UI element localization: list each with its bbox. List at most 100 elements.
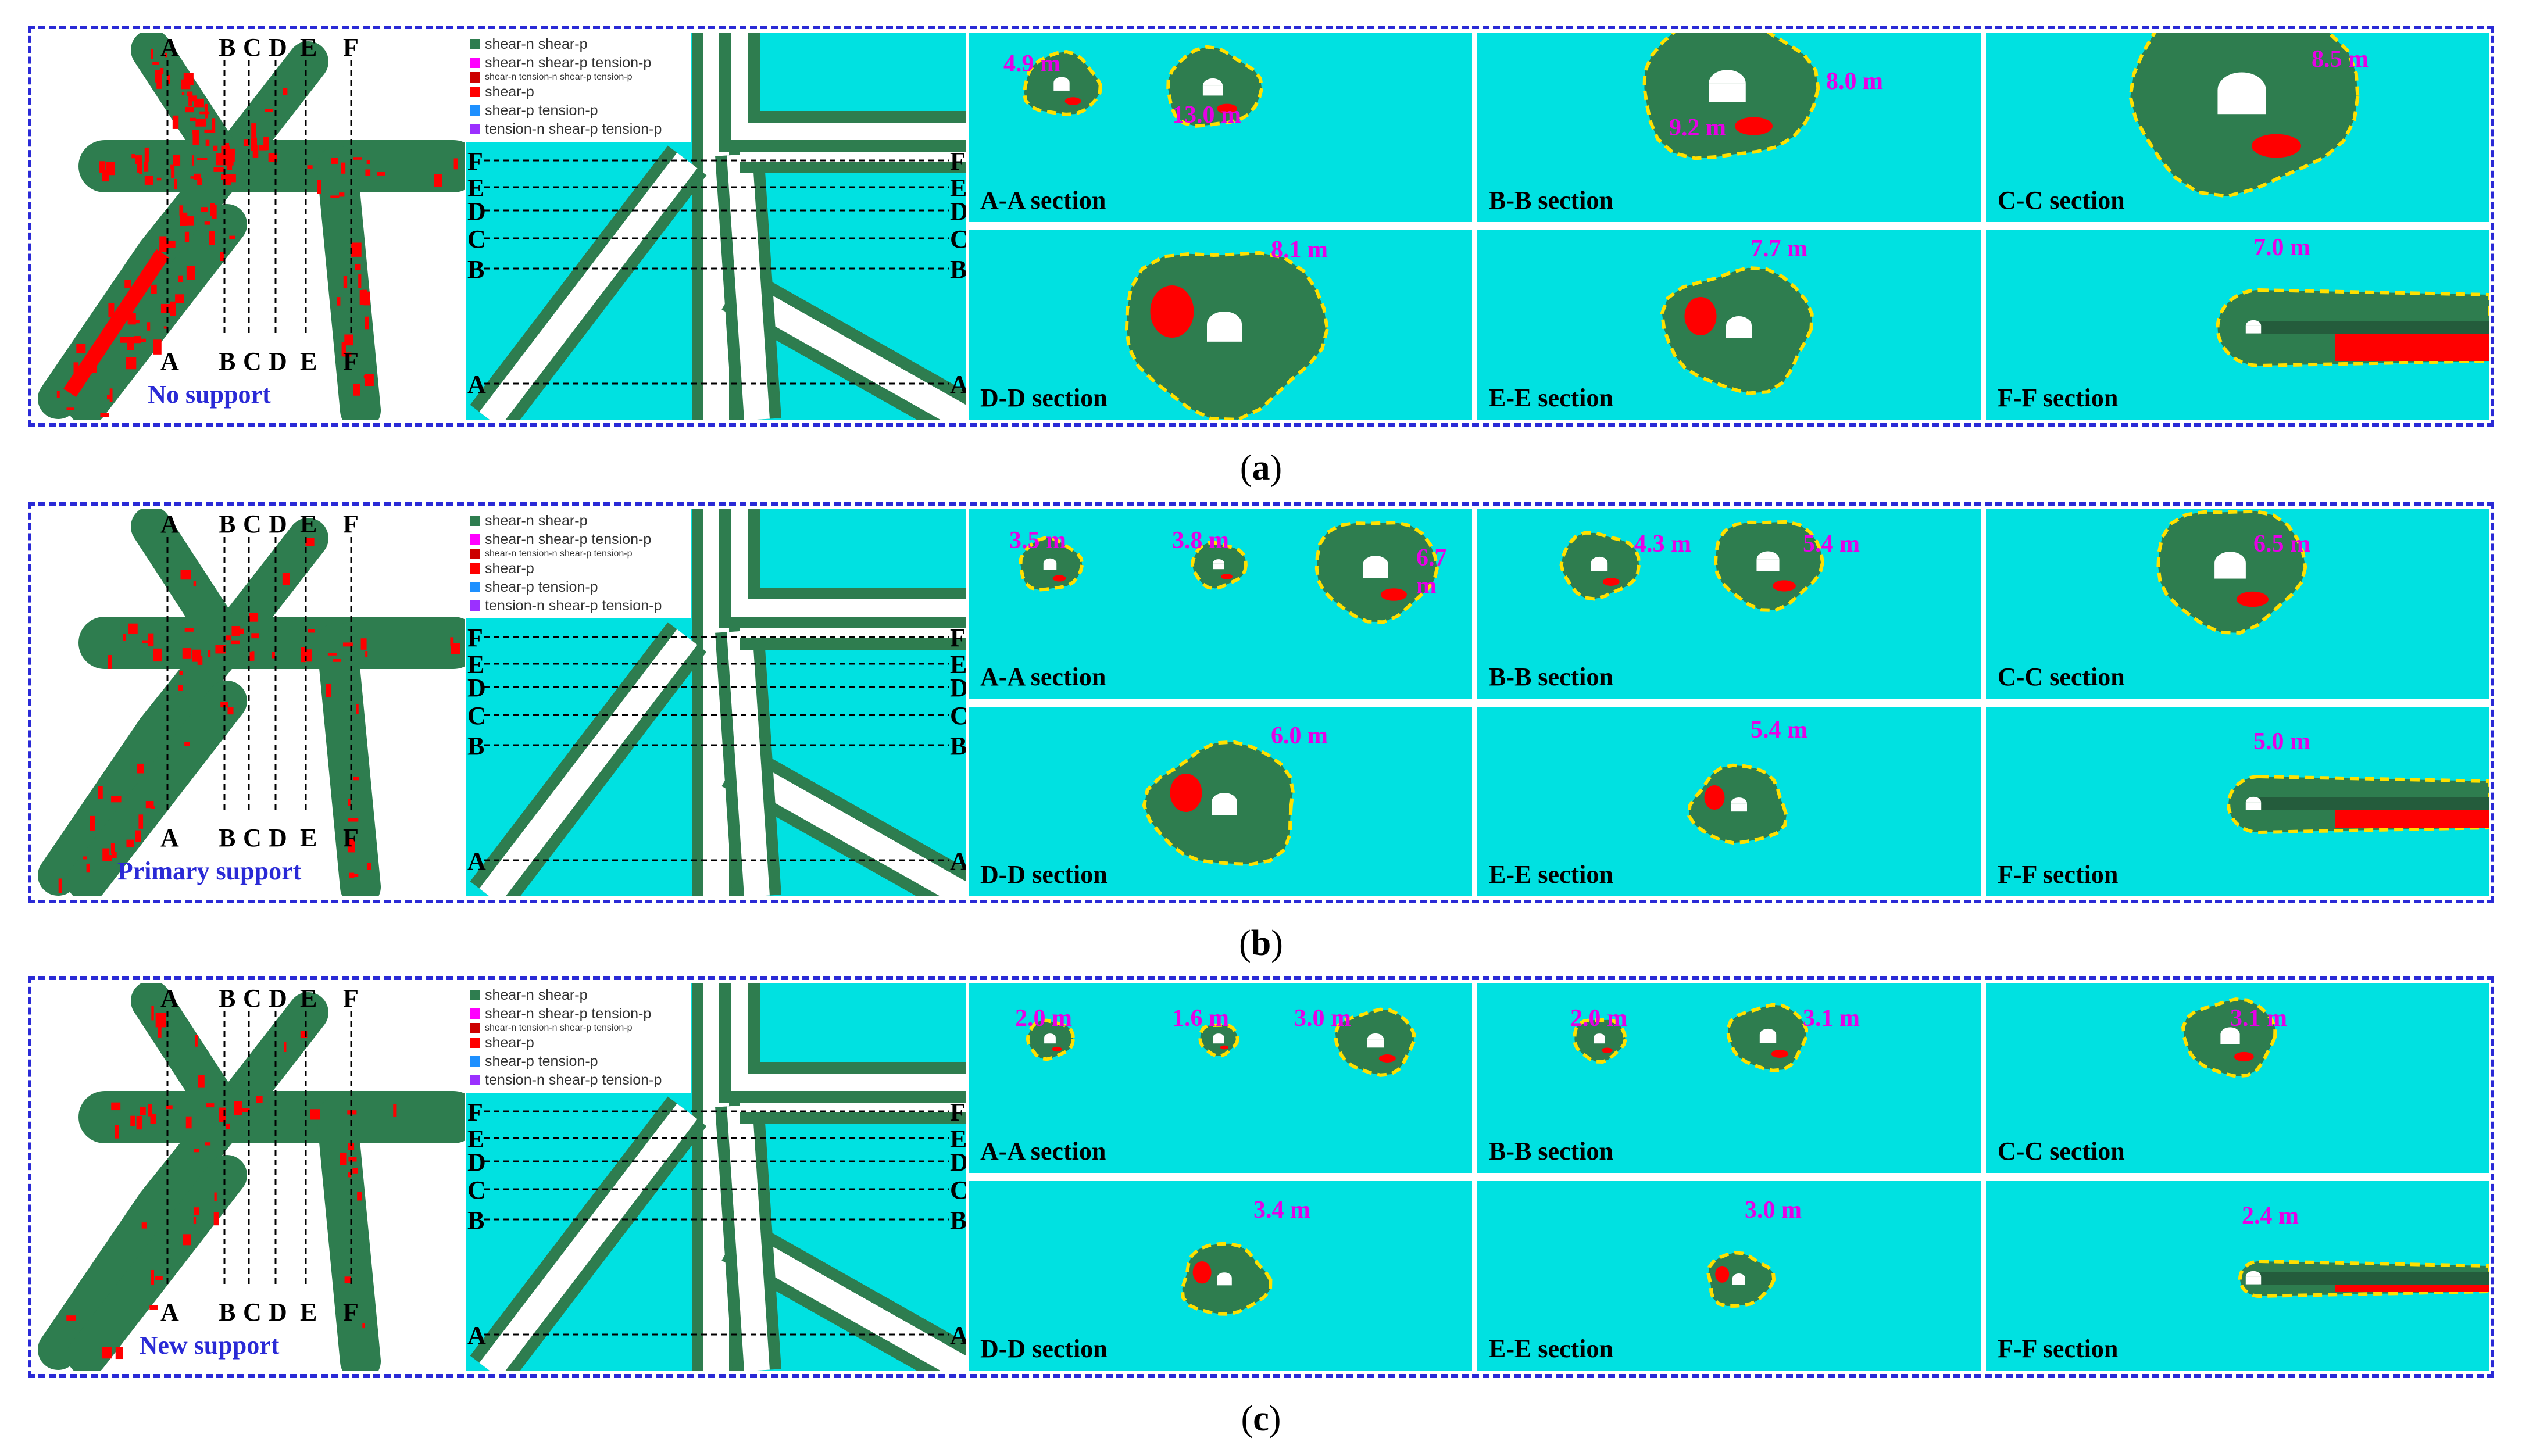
plan-cut-label-b-l: B	[467, 255, 485, 284]
plastic-zone-mark	[227, 174, 236, 183]
plan-cut-label-f-r: F	[950, 624, 966, 652]
plastic-zone-mark	[186, 266, 195, 280]
plastic-zone-mark	[90, 815, 95, 831]
tunnel-tube	[38, 1097, 247, 1370]
plastic-zone-mark	[251, 123, 256, 138]
plastic-zone	[2130, 33, 2358, 196]
caption-letter: a	[1252, 448, 1270, 488]
plastic-zone-mark	[151, 284, 157, 294]
plastic-zone-mark	[450, 637, 454, 646]
legend-item: shear-n shear-p tension-p	[470, 1004, 691, 1023]
plan-cut-label-c-l: C	[467, 702, 486, 730]
tunnel-opening	[1043, 563, 1057, 570]
plastic-zone-mark	[182, 648, 192, 659]
plastic-depth-label: 7.0 m	[2253, 234, 2310, 261]
tunnel-opening	[1726, 325, 1752, 338]
plastic-zone-mark	[193, 581, 197, 586]
plastic-zone-mark	[342, 352, 352, 357]
plastic-zone-mark	[347, 839, 355, 853]
tunnel-body	[2259, 1272, 2489, 1285]
plastic-depth-label: 3.5 m	[1009, 527, 1066, 554]
tunnel-opening-group	[1044, 1033, 1056, 1044]
legend-item: shear-n tension-n shear-p tension-p	[470, 1023, 691, 1033]
plastic-depth-label: 4.9 m	[1003, 51, 1060, 77]
legend-swatch	[470, 990, 480, 1000]
plan-cut-label-b-r: B	[950, 255, 966, 284]
plastic-zone-mark	[111, 852, 117, 858]
plastic-boundary	[1026, 1018, 1075, 1061]
plastic-zone-mark	[194, 1207, 199, 1215]
plastic-zone-mark	[139, 165, 142, 174]
section-svg	[1019, 521, 1439, 624]
plastic-zone-mark	[134, 336, 141, 344]
tunnel-arch	[1044, 1033, 1056, 1038]
plastic-zone-mark	[365, 316, 369, 330]
section-label: E-E section	[1489, 860, 1613, 889]
plastic-zone-mark	[197, 655, 203, 665]
plastic-boundary	[1660, 266, 1814, 395]
plan-cut-label-b-l: B	[467, 732, 485, 760]
tunnel-opening	[1212, 802, 1237, 815]
plastic-zone-mark	[193, 1217, 197, 1224]
tunnel-opening-group	[1212, 793, 1237, 815]
plastic-depth-label: 2.0 m	[1015, 1005, 1072, 1032]
plastic-zone-mark	[205, 103, 208, 119]
plastic-zone-mark	[151, 1006, 154, 1021]
plastic-zone-mark	[192, 130, 199, 145]
plastic-zone-mark	[194, 173, 201, 180]
plastic-boundary	[2238, 1259, 2489, 1298]
plastic-zone-mark	[184, 628, 194, 632]
legend-label: shear-p	[485, 560, 534, 577]
plastic-zone-mark	[151, 48, 153, 59]
plastic-zone-mark	[249, 652, 253, 661]
caption-paren-open: (	[1239, 448, 1252, 488]
plan-cut-label-a-r: A	[950, 370, 966, 399]
plan-tunnel-corner-plastic	[719, 509, 966, 628]
tunnel-opening-group	[1202, 78, 1223, 96]
section-label: F-F section	[1998, 1335, 2119, 1363]
plastic-zone-mark	[190, 176, 195, 179]
section-label: C-C section	[1998, 186, 2125, 214]
legend-label: shear-p tension-p	[485, 102, 598, 119]
plastic-zone-mark	[305, 538, 315, 546]
cut-label-e-top: E	[300, 984, 317, 1013]
plastic-zone-mark	[434, 174, 442, 187]
section-svg	[1022, 45, 1264, 128]
legend-swatch	[470, 1038, 480, 1048]
tunnel-opening	[1367, 1039, 1384, 1048]
tunnel-arch	[1367, 1033, 1384, 1040]
plastic-zone-mark	[263, 137, 269, 151]
section-label: F-F section	[1998, 384, 2119, 412]
plastic-zone-mark	[179, 205, 184, 216]
section-svg	[1573, 1003, 1809, 1072]
section-label: A-A section	[980, 1137, 1106, 1165]
cut-label-c-bottom: C	[243, 824, 262, 852]
plastic-zone-mark	[226, 635, 231, 641]
tunnel-arch	[1594, 1033, 1605, 1038]
plastic-zone-mark	[354, 390, 359, 394]
tunnel-opening-group	[2245, 1271, 2262, 1285]
plastic-zone-mark	[86, 863, 90, 873]
plastic-zone-mark	[1221, 574, 1233, 579]
plan-cut-label-a-r: A	[950, 1321, 966, 1350]
tunnel-opening	[1213, 563, 1224, 570]
plastic-zone-mark	[240, 1108, 250, 1112]
plastic-zone-mark	[171, 166, 175, 178]
plastic-zone-mark	[2237, 591, 2269, 607]
plastic-zone-mark	[333, 659, 341, 662]
plan-cut-label-c-l: C	[467, 1176, 486, 1204]
plastic-zone-mark	[205, 1142, 211, 1146]
plastic-zone-mark	[212, 118, 216, 133]
legend-label: tension-n shear-p tension-p	[485, 598, 662, 614]
legend-item: shear-n shear-p	[470, 986, 691, 1004]
plastic-zone-mark	[1052, 575, 1066, 582]
plastic-zone-mark	[194, 1149, 199, 1153]
caption-paren-close: )	[1271, 924, 1283, 963]
